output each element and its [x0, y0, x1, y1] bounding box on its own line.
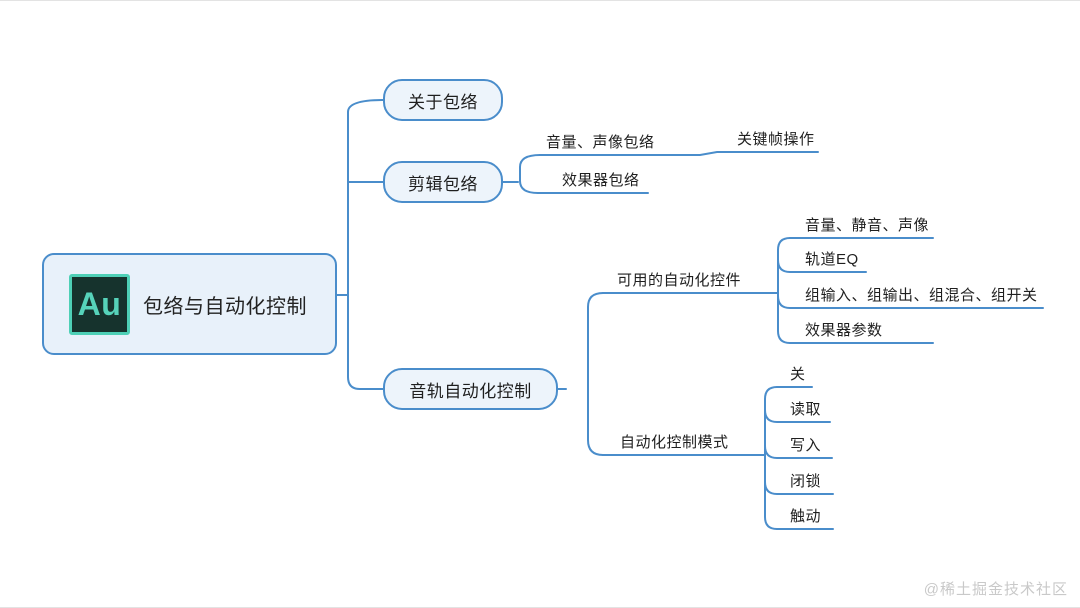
topic-mode-write[interactable]: 写入: [790, 437, 822, 454]
topic-clip-envelope-label: 剪辑包络: [408, 174, 478, 194]
topic-effects-envelope[interactable]: 效果器包络: [562, 172, 640, 189]
topic-mode-latch[interactable]: 闭锁: [790, 473, 822, 490]
audition-logo-icon: Au: [69, 273, 130, 335]
audition-logo-text: Au: [77, 286, 122, 322]
watermark-text: @稀土掘金技术社区: [923, 581, 1068, 598]
topic-available-controls[interactable]: 可用的自动化控件: [617, 272, 742, 289]
topic-mode-off[interactable]: 关: [790, 366, 806, 383]
topic-clip-envelope[interactable]: 剪辑包络: [383, 161, 503, 203]
topic-group-io[interactable]: 组输入、组输出、组混合、组开关: [805, 287, 1038, 304]
topic-track-automation[interactable]: 音轨自动化控制: [383, 368, 558, 410]
top-border-line: [0, 0, 1080, 1]
topic-mode-touch[interactable]: 触动: [790, 508, 822, 525]
topic-track-automation-label: 音轨自动化控制: [409, 381, 532, 401]
topic-track-eq[interactable]: 轨道EQ: [805, 251, 859, 268]
topic-volume-mute-pan[interactable]: 音量、静音、声像: [805, 217, 930, 234]
topic-volume-pan-envelope[interactable]: 音量、声像包络: [546, 134, 655, 151]
topic-about-envelope-label: 关于包络: [408, 92, 478, 112]
topic-mode-read[interactable]: 读取: [790, 401, 822, 418]
root-topic[interactable]: Au 包络与自动化控制: [42, 253, 337, 355]
topic-keyframe-operation[interactable]: 关键帧操作: [737, 131, 815, 148]
topic-effects-params[interactable]: 效果器参数: [805, 322, 883, 339]
root-topic-label: 包络与自动化控制: [143, 295, 307, 318]
topic-automation-modes[interactable]: 自动化控制模式: [620, 434, 729, 451]
topic-about-envelope[interactable]: 关于包络: [383, 79, 503, 121]
